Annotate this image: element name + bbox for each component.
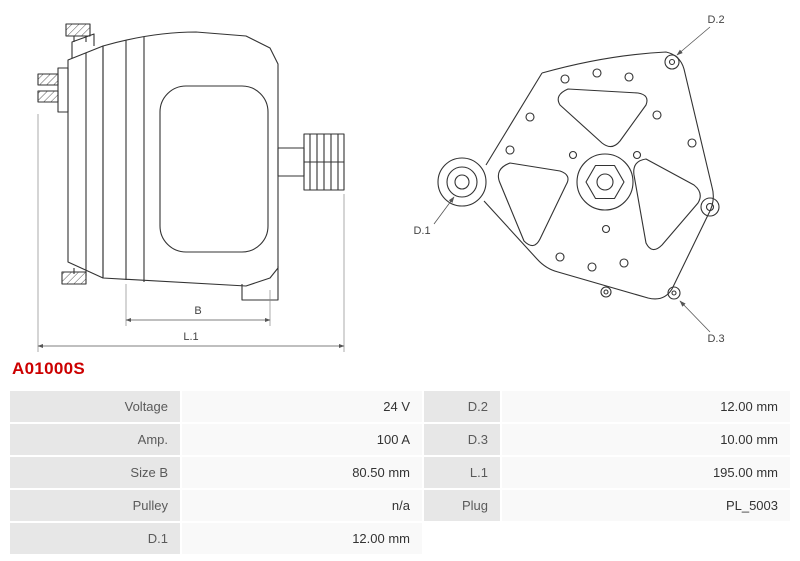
spec-value-size-b: 80.50 mm bbox=[182, 457, 422, 488]
part-number-heading: A01000S bbox=[12, 359, 85, 378]
alternator-rear-body bbox=[437, 51, 720, 300]
spec-value-d2: 12.00 mm bbox=[502, 391, 790, 422]
dim-label-b: B bbox=[194, 305, 201, 317]
hole-label-d2: D.2 bbox=[707, 14, 724, 26]
spec-value-d3: 10.00 mm bbox=[502, 424, 790, 455]
spec-label-pulley: Pulley bbox=[10, 490, 180, 521]
alternator-side-body bbox=[37, 23, 345, 301]
spec-label-d3: D.3 bbox=[424, 424, 500, 455]
spec-label-plug: Plug bbox=[424, 490, 500, 521]
spec-label-empty bbox=[424, 523, 500, 554]
spec-value-amp: 100 A bbox=[182, 424, 422, 455]
spec-value-voltage: 24 V bbox=[182, 391, 422, 422]
hole-label-d3: D.3 bbox=[707, 333, 724, 345]
spec-label-l1: L.1 bbox=[424, 457, 500, 488]
spec-label-d2: D.2 bbox=[424, 391, 500, 422]
rear-view-drawing: D.2 D.1 D.3 bbox=[413, 14, 724, 345]
hole-label-d1: D.1 bbox=[413, 225, 430, 237]
spec-value-plug: PL_5003 bbox=[502, 490, 790, 521]
dim-label-l1: L.1 bbox=[183, 331, 198, 343]
spec-value-l1: 195.00 mm bbox=[502, 457, 790, 488]
spec-value-d1: 12.00 mm bbox=[182, 523, 422, 554]
spec-label-amp: Amp. bbox=[10, 424, 180, 455]
spec-table: Voltage 24 V D.2 12.00 mm Amp. 100 A D.3… bbox=[10, 391, 790, 554]
spec-label-d1: D.1 bbox=[10, 523, 180, 554]
leader-lines-rear bbox=[433, 26, 711, 333]
technical-drawings: B L.1 bbox=[37, 14, 725, 352]
spec-value-pulley: n/a bbox=[182, 490, 422, 521]
dimension-lines-side bbox=[37, 114, 345, 352]
spec-label-voltage: Voltage bbox=[10, 391, 180, 422]
side-view-drawing: B L.1 bbox=[37, 23, 345, 352]
spec-label-size-b: Size B bbox=[10, 457, 180, 488]
spec-value-empty bbox=[502, 523, 790, 554]
